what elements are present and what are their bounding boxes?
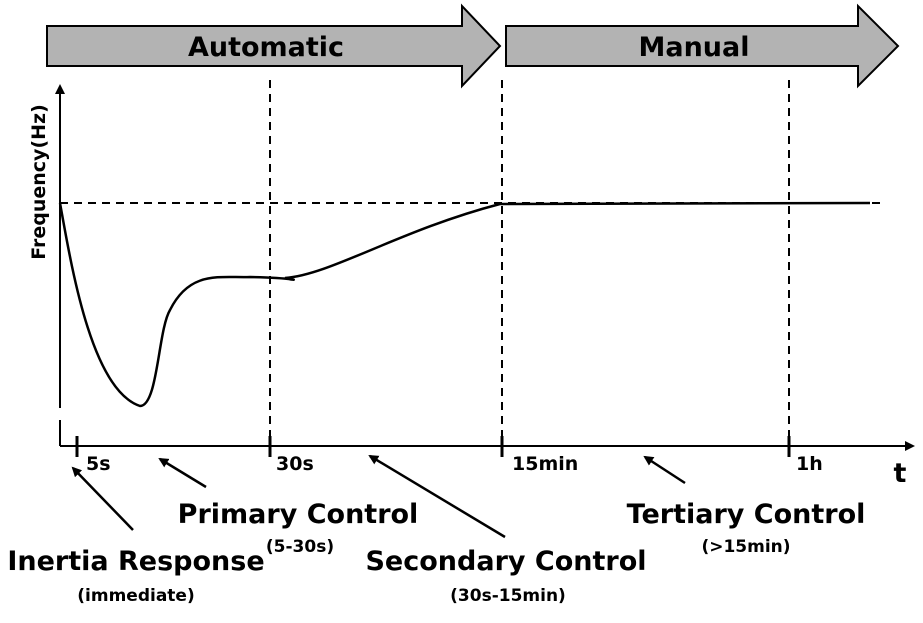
- primary-pointer-arrow: [158, 457, 207, 489]
- manual-phase-arrow: [505, 3, 900, 89]
- tick-label-15min: 15min: [512, 453, 578, 475]
- tick-label-30s: 30s: [276, 453, 314, 475]
- primary-control-label: Primary Control: [178, 499, 419, 530]
- tertiary-control-label: Tertiary Control: [627, 499, 866, 530]
- tick-label-5s: 5s: [86, 453, 111, 475]
- secondary-pointer-arrow: [368, 454, 506, 539]
- inertia-response-label: Inertia Response: [7, 546, 264, 577]
- secondary-control-sub: (30s-15min): [450, 586, 566, 606]
- inertia-response-sub: (immediate): [77, 586, 194, 606]
- frequency-response-curve: [58, 201, 871, 408]
- secondary-control-label: Secondary Control: [365, 546, 646, 577]
- tertiary-pointer-arrow: [643, 455, 686, 485]
- automatic-phase-label: Automatic: [188, 32, 344, 63]
- tick-label-1h: 1h: [796, 453, 823, 475]
- manual-phase-label: Manual: [638, 32, 749, 63]
- automatic-phase-arrow: [46, 3, 502, 89]
- y-axis-label: Frequency(Hz): [28, 104, 50, 260]
- inertia-pointer-arrow: [71, 466, 134, 531]
- tertiary-control-sub: (>15min): [701, 537, 790, 557]
- primary-control-sub: (5-30s): [266, 537, 334, 557]
- x-axis-label: t: [894, 458, 907, 489]
